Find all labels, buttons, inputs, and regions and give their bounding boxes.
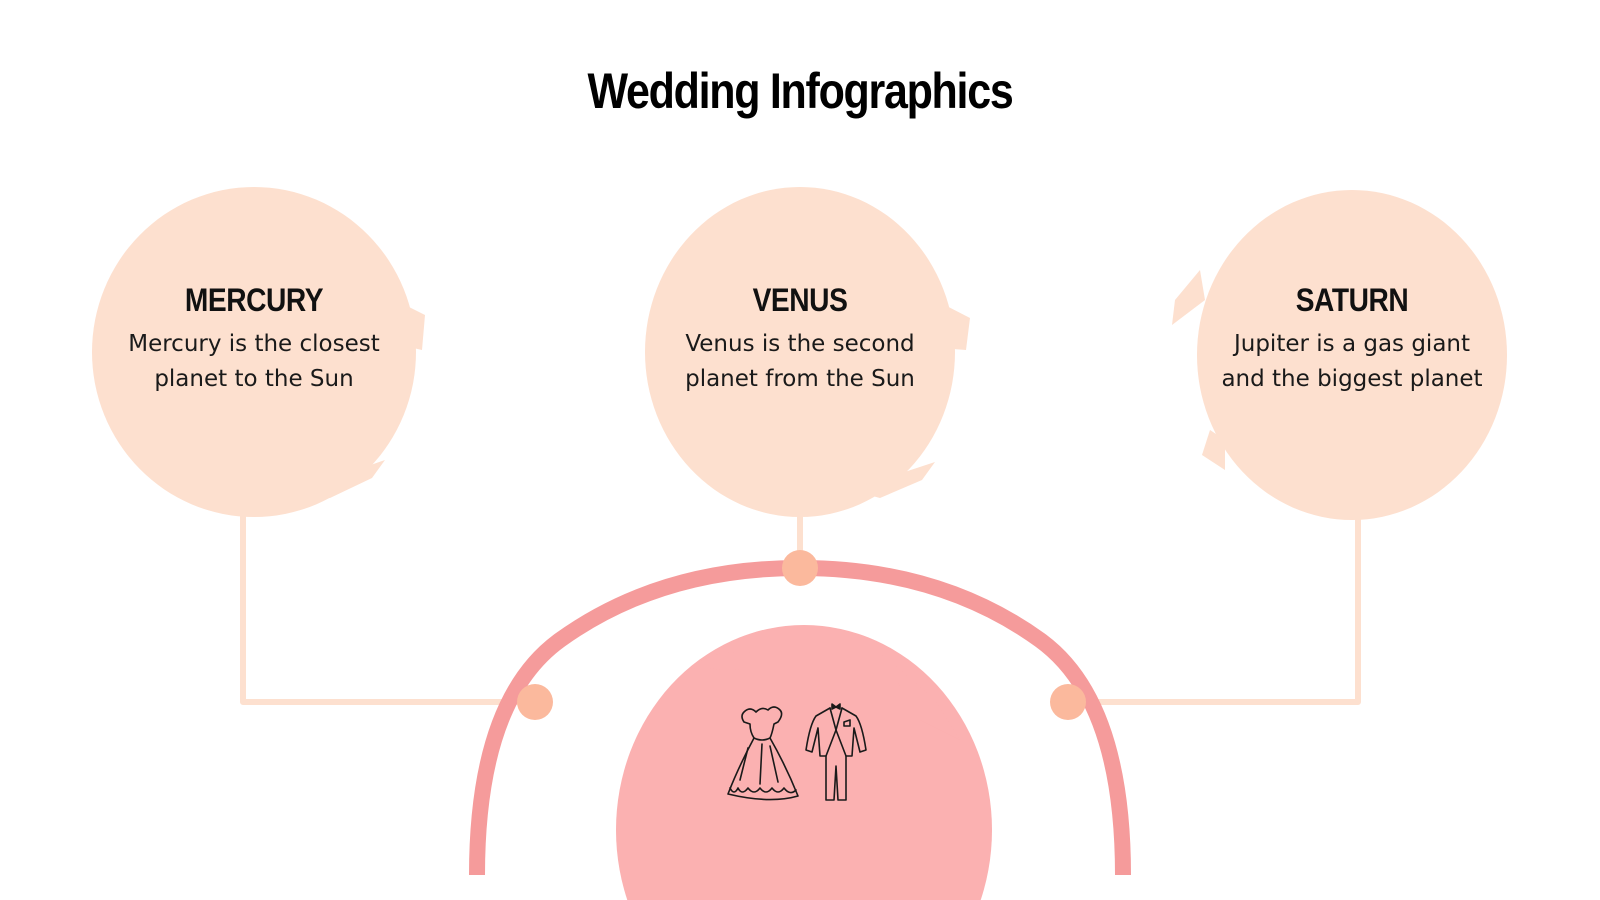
- wedding-dress-and-tuxedo-icon: [720, 700, 880, 810]
- card-heading: MERCURY: [184, 282, 324, 318]
- venus-circle-shape: [645, 187, 970, 517]
- mercury-circle-shape: [92, 187, 425, 517]
- tuxedo-icon: [805, 703, 867, 801]
- card-description-line1: Venus is the second: [685, 331, 915, 357]
- card-description-line2: planet from the Sun: [685, 366, 915, 392]
- card-description-line2: planet to the Sun: [154, 366, 354, 392]
- page-title: Wedding Infographics: [587, 63, 1014, 119]
- node-venus: [782, 550, 818, 586]
- card-mercury: MERCURY Mercury is the closest planet to…: [94, 282, 414, 397]
- node-mercury: [517, 684, 553, 720]
- connector-mercury: [240, 505, 535, 705]
- saturn-circle-shape: [1172, 190, 1507, 520]
- card-venus: VENUS Venus is the second planet from th…: [640, 282, 960, 397]
- connector-saturn: [1068, 505, 1361, 705]
- card-description-line1: Jupiter is a gas giant: [1233, 331, 1471, 357]
- wedding-dress-icon: [727, 706, 799, 801]
- node-saturn: [1050, 684, 1086, 720]
- card-description-line2: and the biggest planet: [1221, 366, 1483, 392]
- card-saturn: SATURN Jupiter is a gas giant and the bi…: [1192, 282, 1512, 397]
- center-blob-shape: [616, 625, 992, 900]
- card-heading: SATURN: [1295, 282, 1409, 318]
- card-description-line1: Mercury is the closest: [128, 331, 380, 357]
- card-heading: VENUS: [752, 282, 848, 318]
